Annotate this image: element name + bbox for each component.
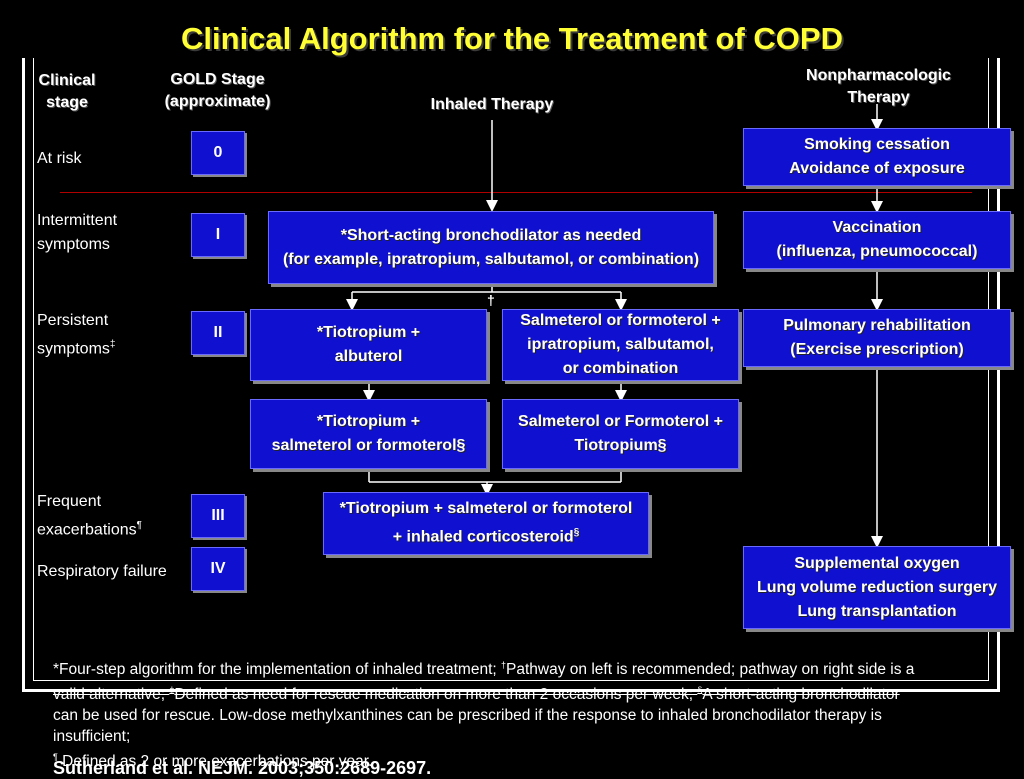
citation: Sutherland et al. NEJM. 2003;350:2689-26… (53, 758, 432, 778)
box-tiotropium-salmeterol: *Tiotropium + salmeterol or formoterol§ (250, 399, 487, 469)
box-supplemental-oxygen: Supplemental oxygen Lung volume reductio… (743, 546, 1011, 629)
box-salmeterol-tiotropium: Salmeterol or Formoterol + Tiotropium§ (502, 399, 739, 469)
dagger-mark: † (487, 292, 495, 308)
box-pulmonary-rehabilitation: Pulmonary rehabilitation (Exercise presc… (743, 309, 1011, 367)
box-salmeterol-ipratropium: Salmeterol or formoterol + ipratropium, … (502, 309, 739, 381)
gold-stage-iv: IV (191, 547, 245, 591)
box-short-acting-bronchodilator: *Short-acting bronchodilator as needed (… (268, 211, 714, 284)
slide-title: Clinical Algorithm for the Treatment of … (0, 20, 1024, 58)
gold-stage-iii: III (191, 494, 245, 538)
gold-stage-ii: II (191, 311, 245, 355)
header-inhaled-therapy: Inhaled Therapy (430, 96, 554, 113)
box-vaccination: Vaccination (influenza, pneumococcal) (743, 211, 1011, 269)
box-tiotropium-salmeterol-ics: *Tiotropium + salmeterol or formoterol +… (323, 492, 649, 555)
box-tiotropium-albuterol: *Tiotropium + albuterol (250, 309, 487, 381)
box-smoking-cessation: Smoking cessation Avoidance of exposure (743, 128, 1011, 186)
at-risk-divider (60, 192, 972, 193)
gold-stage-i: I (191, 213, 245, 257)
stage-at-risk: At risk (37, 150, 82, 167)
footnote: *Four-step algorithm for the implementat… (53, 660, 915, 771)
stage-respiratory-failure: Respiratory failure (37, 563, 167, 580)
header-gold-stage: GOLD Stage(approximate) (164, 71, 271, 110)
gold-stage-0: 0 (191, 131, 245, 175)
